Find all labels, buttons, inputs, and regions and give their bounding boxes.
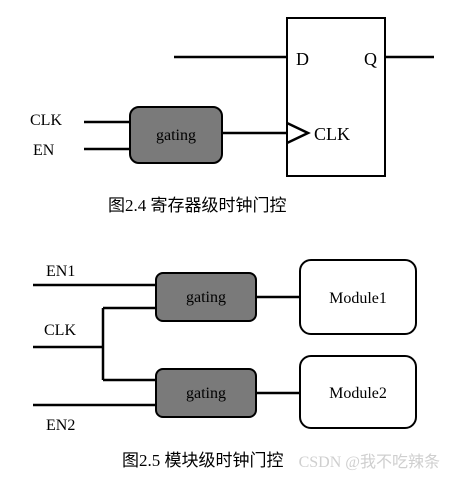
en2-input-label: EN2 xyxy=(46,417,75,434)
en-input-label: EN xyxy=(33,142,55,159)
gating-block-bottom-label: gating xyxy=(186,385,226,402)
gating-block-top-label: gating xyxy=(186,289,226,306)
module2-label: Module2 xyxy=(329,385,387,402)
flipflop-q-label: Q xyxy=(364,49,377,69)
flipflop-d-label: D xyxy=(296,49,309,69)
clock-triangle xyxy=(286,121,311,145)
gating-block xyxy=(129,106,223,164)
module1-box xyxy=(299,259,417,335)
flipflop-clk-label: CLK xyxy=(314,124,350,144)
figure-2-5: EN1 CLK EN2 gating gating Module1 Module… xyxy=(33,259,417,470)
figure-2-5-caption: 图2.5 模块级时钟门控 xyxy=(122,451,284,470)
module2-box xyxy=(299,355,417,429)
module1-label: Module1 xyxy=(329,290,387,307)
clk2-input-label: CLK xyxy=(44,322,76,339)
figure-2-4-caption: 图2.4 寄存器级时钟门控 xyxy=(108,196,287,215)
en1-input-label: EN1 xyxy=(46,263,75,280)
clk-input-label: CLK xyxy=(30,112,62,129)
watermark-text: CSDN @我不吃辣条 xyxy=(299,453,440,471)
flipflop-box xyxy=(286,17,386,177)
figure-2-4: D Q CLK CLK EN gating 图2.4 寄存器级时钟门控 xyxy=(30,17,434,215)
gating-block-label: gating xyxy=(156,127,196,144)
